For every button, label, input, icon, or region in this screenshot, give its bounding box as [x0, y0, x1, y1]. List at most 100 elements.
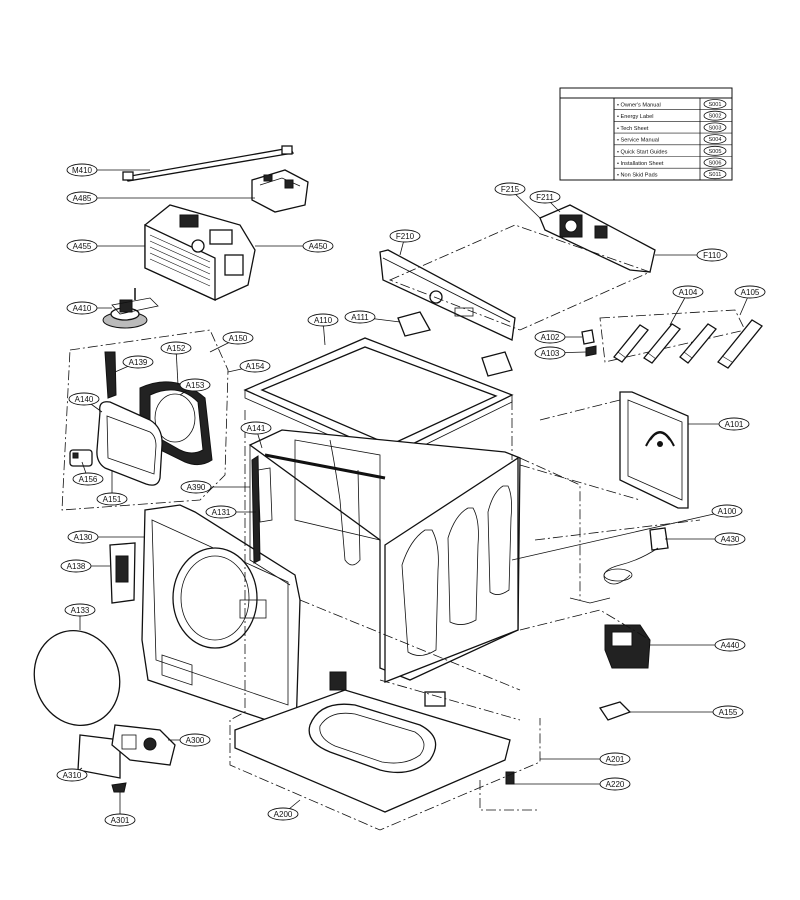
- legend-item-label: • Owner's Manual: [617, 103, 661, 109]
- callout-label: A111: [351, 313, 369, 322]
- part-callout: A301: [104, 792, 136, 827]
- callout-label: A200: [274, 810, 293, 819]
- callout-label: A150: [229, 334, 248, 343]
- callout-bubble: [66, 239, 98, 253]
- wire-bar-part: [122, 145, 295, 182]
- control-board-assembly: [144, 204, 256, 302]
- callout-label: A100: [718, 507, 737, 516]
- leg-a220: [505, 771, 515, 785]
- part-callout: A103: [534, 346, 587, 360]
- part-callout: A154: [227, 359, 271, 373]
- callout-bubble: [494, 182, 526, 196]
- part-callout: A138: [60, 559, 110, 573]
- callout-bubble: [180, 480, 212, 494]
- part-callout: A430: [665, 532, 746, 546]
- bracket-a155: [598, 701, 632, 721]
- dispenser-frame-outline: [388, 224, 652, 331]
- legend-item-code: S003: [708, 125, 721, 131]
- callout-bubble: [307, 313, 339, 327]
- callout-bubble: [534, 346, 566, 360]
- dispenser-part: [539, 204, 656, 273]
- callout-label: A310: [63, 771, 82, 780]
- callout-label: A220: [606, 780, 625, 789]
- part-callout: A310: [56, 767, 88, 782]
- callout-bubble: [344, 310, 376, 324]
- callout-label: A156: [79, 475, 98, 484]
- callout-label: A139: [129, 358, 148, 367]
- part-callout: A410: [66, 301, 112, 315]
- part-callout: F215: [494, 182, 541, 219]
- part-callout: A140: [68, 392, 103, 413]
- legend-code-bubble: [703, 110, 727, 121]
- callout-bubble: [714, 638, 746, 652]
- part-callout: F211: [529, 190, 561, 213]
- part-callout: F210: [389, 229, 421, 256]
- callout-label: F110: [703, 251, 721, 260]
- callout-bubble: [529, 190, 561, 204]
- part-callout: A390: [180, 480, 250, 494]
- callout-bubble: [205, 505, 237, 519]
- door-hinge-part: [104, 351, 117, 399]
- part-callout: A100: [511, 504, 743, 561]
- callout-label: A153: [186, 381, 205, 390]
- callout-label: A130: [74, 533, 93, 542]
- door-glass-part: [96, 401, 163, 486]
- part-callout: A151: [96, 470, 128, 506]
- callout-label: A450: [309, 242, 328, 251]
- part-callout: A102: [534, 330, 582, 344]
- callout-label: A152: [167, 344, 186, 353]
- legend-item-code: S006: [708, 161, 721, 167]
- callout-label: A455: [73, 242, 92, 251]
- callout-bubble: [599, 752, 631, 766]
- callout-bubble: [68, 392, 100, 406]
- part-callout: A141: [240, 421, 272, 449]
- clip-a103: [585, 345, 597, 357]
- callout-leader-line: [511, 510, 728, 561]
- callout-label: F211: [536, 193, 554, 202]
- part-callout: A131: [205, 505, 256, 519]
- callout-label: A141: [247, 424, 266, 433]
- part-callout: A111: [344, 310, 401, 324]
- part-callout: A101: [688, 417, 750, 431]
- callout-label: A101: [725, 420, 744, 429]
- noise-filter-part: [604, 624, 651, 669]
- callout-label: M410: [72, 166, 93, 175]
- part-callout: A150: [209, 331, 254, 353]
- part-callout: A455: [66, 239, 145, 253]
- legend-item-code: S011: [709, 172, 722, 178]
- callout-bubble: [72, 472, 104, 486]
- part-callout: A200: [267, 799, 301, 821]
- part-callout: A105: [734, 285, 766, 316]
- callout-label: A390: [187, 483, 206, 492]
- legend-code-bubble: [703, 122, 727, 133]
- callout-label: A201: [606, 755, 625, 764]
- callout-label: A103: [541, 349, 560, 358]
- callout-label: A301: [111, 816, 130, 825]
- callout-label: A485: [73, 194, 92, 203]
- callout-bubble: [66, 301, 98, 315]
- rail-a131: [251, 455, 261, 564]
- callout-label: A104: [679, 288, 698, 297]
- callout-bubble: [267, 807, 299, 821]
- part-callout: A485: [66, 191, 255, 205]
- part-callout: A300: [168, 733, 211, 747]
- callout-bubble: [239, 359, 271, 373]
- part-callout: A450: [255, 239, 334, 253]
- control-panel-part: [379, 249, 516, 341]
- callout-label: A110: [314, 316, 333, 325]
- callout-bubble: [534, 330, 566, 344]
- part-callout: A133: [64, 603, 96, 630]
- legend-code-bubble: [703, 145, 727, 156]
- front-panel-part: [141, 504, 301, 731]
- part-callout: A156: [72, 461, 104, 486]
- callout-bubble: [734, 285, 766, 299]
- callout-bubble: [179, 378, 211, 392]
- callout-bubble: [66, 191, 98, 205]
- screw-a301: [111, 782, 127, 793]
- callout-bubble: [179, 733, 211, 747]
- callout-bubble: [696, 248, 728, 262]
- callout-label: A105: [741, 288, 760, 297]
- callout-bubble: [67, 530, 99, 544]
- callout-bubble: [302, 239, 334, 253]
